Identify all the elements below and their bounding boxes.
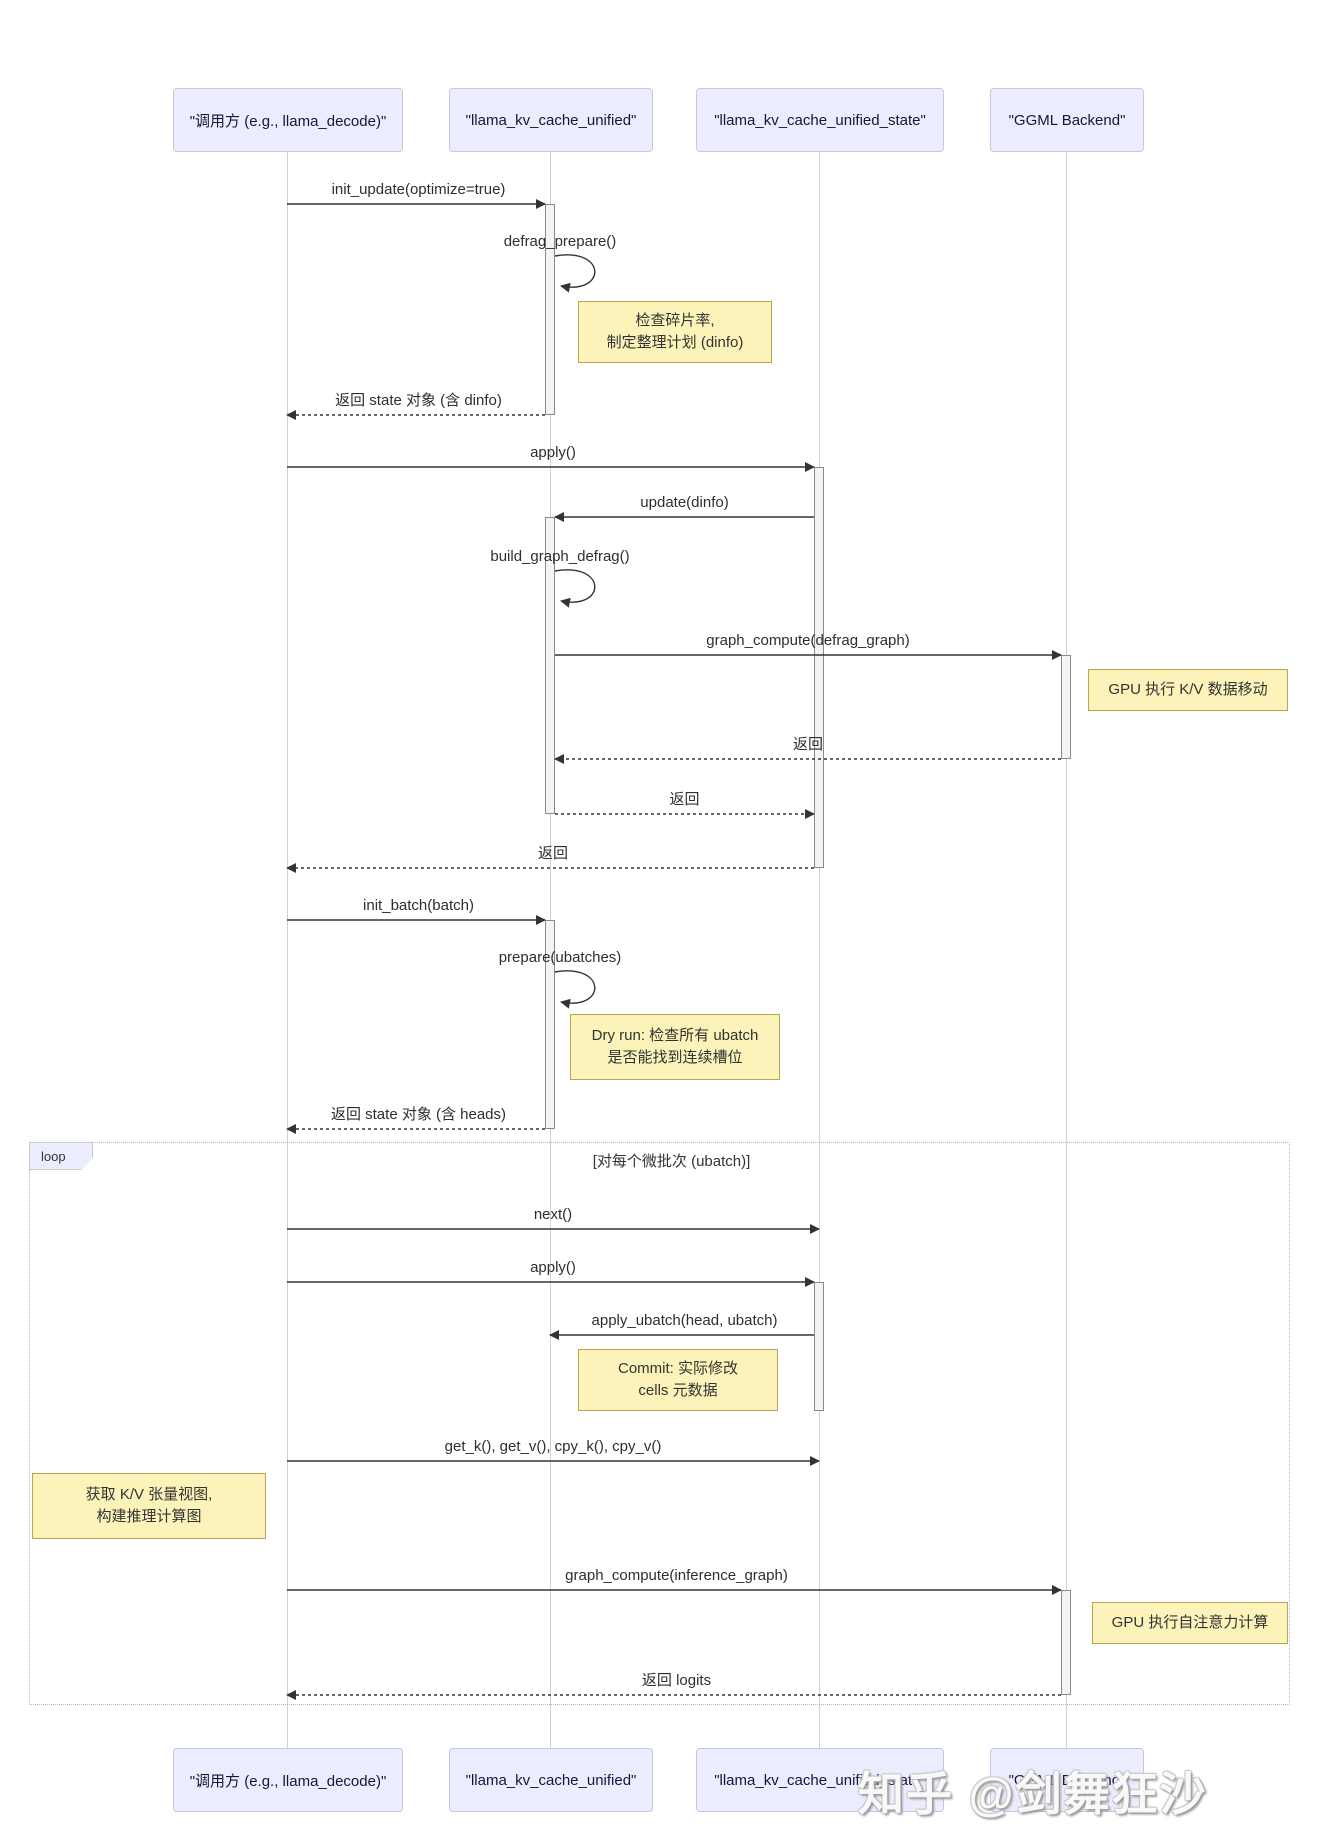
message-label: 返回 — [669, 791, 700, 808]
participant-caller-bottom: "调用方 (e.g., llama_decode)" — [173, 1748, 403, 1812]
message-label: update(dinfo) — [640, 494, 729, 511]
note-line: 是否能找到连续槽位 — [607, 1049, 743, 1066]
message-label: apply_ubatch(head, ubatch) — [591, 1312, 778, 1329]
message-label: init_batch(batch) — [363, 897, 474, 914]
message-label: apply() — [530, 444, 576, 461]
participant-kv-bottom: "llama_kv_cache_unified" — [449, 1748, 653, 1812]
note-defrag-plan: 检查碎片率, 制定整理计划 (dinfo) — [578, 301, 772, 363]
note-line: 构建推理计算图 — [96, 1508, 202, 1525]
message-label: 返回 — [792, 736, 824, 753]
message-label: 返回 state 对象 (含 dinfo) — [335, 392, 502, 409]
lifeline-caller — [287, 150, 288, 1748]
message-label: defrag_prepare() — [503, 233, 617, 250]
note-line: GPU 执行 K/V 数据移动 — [1108, 680, 1268, 698]
note-dry-run: Dry run: 检查所有 ubatch 是否能找到连续槽位 — [570, 1014, 780, 1080]
message-label: 返回 — [537, 845, 569, 862]
message-label: 返回 logits — [641, 1672, 712, 1689]
note-line: Dry run: 检查所有 ubatch — [591, 1026, 759, 1044]
activation-bar — [545, 204, 555, 415]
participant-caller-top: "调用方 (e.g., llama_decode)" — [173, 88, 403, 152]
loop-label: loop — [29, 1142, 93, 1170]
activation-bar — [814, 467, 824, 868]
loop-frame — [29, 1142, 1290, 1705]
note-line: 检查碎片率, — [635, 311, 715, 329]
participant-ggml-top: "GGML Backend" — [990, 88, 1144, 152]
message-label: build_graph_defrag() — [490, 548, 630, 565]
message-label: get_k(), get_v(), cpy_k(), cpy_v() — [444, 1438, 662, 1455]
note-line: cells 元数据 — [638, 1382, 718, 1399]
message-label: init_update(optimize=true) — [331, 181, 506, 198]
note-line: GPU 执行自注意力计算 — [1111, 1613, 1269, 1631]
note-gpu-kv-move: GPU 执行 K/V 数据移动 — [1088, 669, 1288, 711]
participant-ggml-bottom: "GGML Backend" — [990, 1748, 1144, 1812]
activation-bar — [545, 920, 555, 1129]
lifeline-ggml — [1066, 150, 1067, 1748]
watermark: 知乎 @剑舞狂沙 — [858, 1768, 1208, 1820]
participant-state-bottom: "llama_kv_cache_unified_state" — [696, 1748, 944, 1812]
loop-condition: [对每个微批次 (ubatch)] — [592, 1153, 751, 1170]
activation-bar — [1061, 655, 1071, 759]
message-label: 返回 state 对象 (含 heads) — [330, 1106, 507, 1123]
message-label: next() — [533, 1206, 573, 1223]
note-kv-views: 获取 K/V 张量视图, 构建推理计算图 — [32, 1473, 266, 1539]
activation-bar — [1061, 1590, 1071, 1695]
note-line: 获取 K/V 张量视图, — [85, 1485, 213, 1503]
message-label: apply() — [530, 1259, 576, 1276]
participant-kv-top: "llama_kv_cache_unified" — [449, 88, 653, 152]
message-label: graph_compute(inference_graph) — [565, 1567, 788, 1584]
participant-state-top: "llama_kv_cache_unified_state" — [696, 88, 944, 152]
message-label: prepare(ubatches) — [498, 949, 622, 966]
activation-bar — [814, 1282, 824, 1411]
note-line: Commit: 实际修改 — [617, 1359, 738, 1377]
note-commit: Commit: 实际修改 cells 元数据 — [578, 1349, 778, 1411]
note-line: 制定整理计划 (dinfo) — [606, 334, 744, 351]
note-gpu-attention: GPU 执行自注意力计算 — [1092, 1602, 1288, 1644]
lifeline-state — [819, 150, 820, 1748]
message-label: graph_compute(defrag_graph) — [706, 632, 910, 649]
activation-bar — [545, 517, 555, 814]
